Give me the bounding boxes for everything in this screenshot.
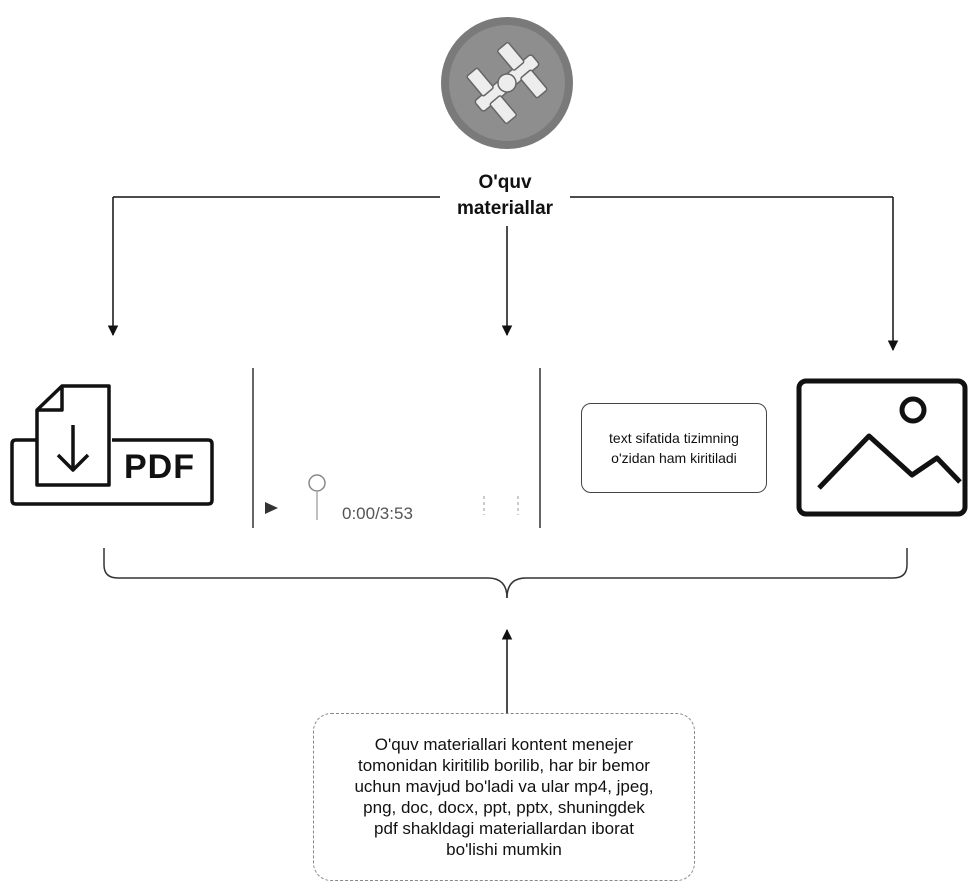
description-line: png, doc, docx, ppt, pptx, shuningdek <box>363 798 645 817</box>
title-line-2: materiallar <box>456 198 554 219</box>
video-player <box>252 368 541 528</box>
text-input-box: text sifatida tizimning o'zidan ham kiri… <box>581 403 767 493</box>
image-icon <box>796 378 968 517</box>
description-line: uchun mavjud bo'ladi va ular mp4, jpeg, <box>354 777 654 796</box>
top-connectors <box>107 196 899 352</box>
pdf-download-icon <box>10 384 214 506</box>
title-line-1: O'quv <box>478 172 532 193</box>
description-line: O'quv materiallari kontent menejer <box>374 735 634 754</box>
text-box-line-1: text sifatida tizimning <box>609 430 739 446</box>
play-icon <box>265 502 278 514</box>
text-box-line-2: o'zidan ham kiritiladi <box>611 450 737 466</box>
satellite-icon <box>441 17 573 149</box>
pdf-label: PDF <box>124 448 195 486</box>
bottom-bracket <box>103 548 908 599</box>
description-line: bo'lishi mumkin <box>446 840 562 859</box>
description-box: O'quv materiallari kontent menejer tomon… <box>313 713 695 881</box>
diagram-title: O'quv materiallar <box>440 170 570 222</box>
player-time: 0:00/3:53 <box>342 504 413 523</box>
description-line: pdf shakldagi materiallardan iborat <box>374 819 634 838</box>
description-line: tomonidan kiritilib borilib, har bir bem… <box>358 756 650 775</box>
seek-handle <box>308 474 326 492</box>
